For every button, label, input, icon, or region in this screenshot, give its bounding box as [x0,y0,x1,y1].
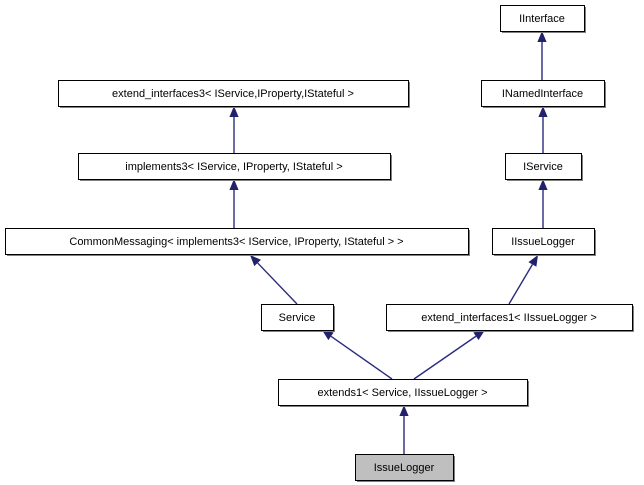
class-node-iissuelogger[interactable]: IIssueLogger [492,228,597,257]
inheritance-edge-iissuelogger-to-iservice [538,179,548,228]
class-node-box[interactable] [355,454,454,481]
edge-line [508,264,533,305]
inheritance-edge-commonmessaging-to-implements3 [229,179,239,228]
class-node-extends1[interactable]: extends1< Service, IIssueLogger > [278,379,530,408]
class-node-box[interactable] [500,5,585,32]
class-node-issuelogger[interactable]: IssueLogger [355,454,456,483]
inheritance-edge-extends1-to-service [322,330,393,380]
edge-arrowhead [322,330,334,341]
class-node-box[interactable] [481,80,605,107]
edge-arrowhead [473,330,485,341]
edge-arrowhead [229,106,239,117]
class-node-label: IService [523,161,563,173]
class-node-label: INamedInterface [502,88,583,100]
class-node-box[interactable] [78,153,391,180]
class-node-label: extend_interfaces3< IService,IProperty,I… [112,88,354,100]
class-node-box[interactable] [505,153,582,180]
edge-arrowhead [250,255,261,267]
class-node-iservice[interactable]: IService [505,153,584,182]
inheritance-edge-service-to-commonmessaging [250,255,298,305]
class-node-label: IInterface [519,13,565,25]
class-node-extend_interfaces3[interactable]: extend_interfaces3< IService,IProperty,I… [58,80,411,109]
class-node-commonmessaging[interactable]: CommonMessaging< implements3< IService, … [5,228,471,257]
edge-arrowhead [538,106,548,117]
edge-line [330,335,393,380]
class-node-box[interactable] [58,80,409,107]
inheritance-edge-inamedinterface-to-iinterface [537,31,547,80]
edge-arrowhead [399,405,409,416]
inheritance-edge-iservice-to-inamedinterface [538,106,548,153]
class-node-label: extend_interfaces1< IIssueLogger > [421,312,597,324]
class-node-label: CommonMessaging< implements3< IService, … [69,236,403,248]
class-node-service[interactable]: Service [261,304,336,333]
nodes-layer: IInterfaceINamedInterfaceIServiceIIssueL… [5,5,635,483]
class-node-label: implements3< IService, IProperty, IState… [125,161,342,173]
class-node-implements3[interactable]: implements3< IService, IProperty, IState… [78,153,393,182]
class-node-box[interactable] [492,228,595,255]
class-node-inamedinterface[interactable]: INamedInterface [481,80,607,109]
class-node-box[interactable] [5,228,469,255]
edge-arrowhead [528,255,538,267]
class-node-label: IssueLogger [374,462,435,474]
edge-arrowhead [229,179,239,190]
edge-arrowhead [537,31,547,42]
edge-arrowhead [538,179,548,190]
edge-line [413,335,477,380]
class-node-iinterface[interactable]: IInterface [500,5,587,34]
class-node-label: Service [279,312,316,324]
class-node-label: IIssueLogger [511,236,575,248]
inheritance-edge-extend_interfaces1-to-iissuelogger [508,255,538,305]
edge-line [257,262,298,305]
class-node-label: extends1< Service, IIssueLogger > [318,387,488,399]
class-node-extend_interfaces1[interactable]: extend_interfaces1< IIssueLogger > [386,304,635,333]
class-node-box[interactable] [386,304,633,331]
inheritance-edge-issuelogger-to-extends1 [399,405,409,454]
inheritance-edge-extends1-to-extend_interfaces1 [413,330,485,380]
inheritance-edge-implements3-to-extend_interfaces3 [229,106,239,153]
class-node-box[interactable] [261,304,334,331]
edges-layer [229,31,548,454]
class-node-box[interactable] [278,379,528,406]
